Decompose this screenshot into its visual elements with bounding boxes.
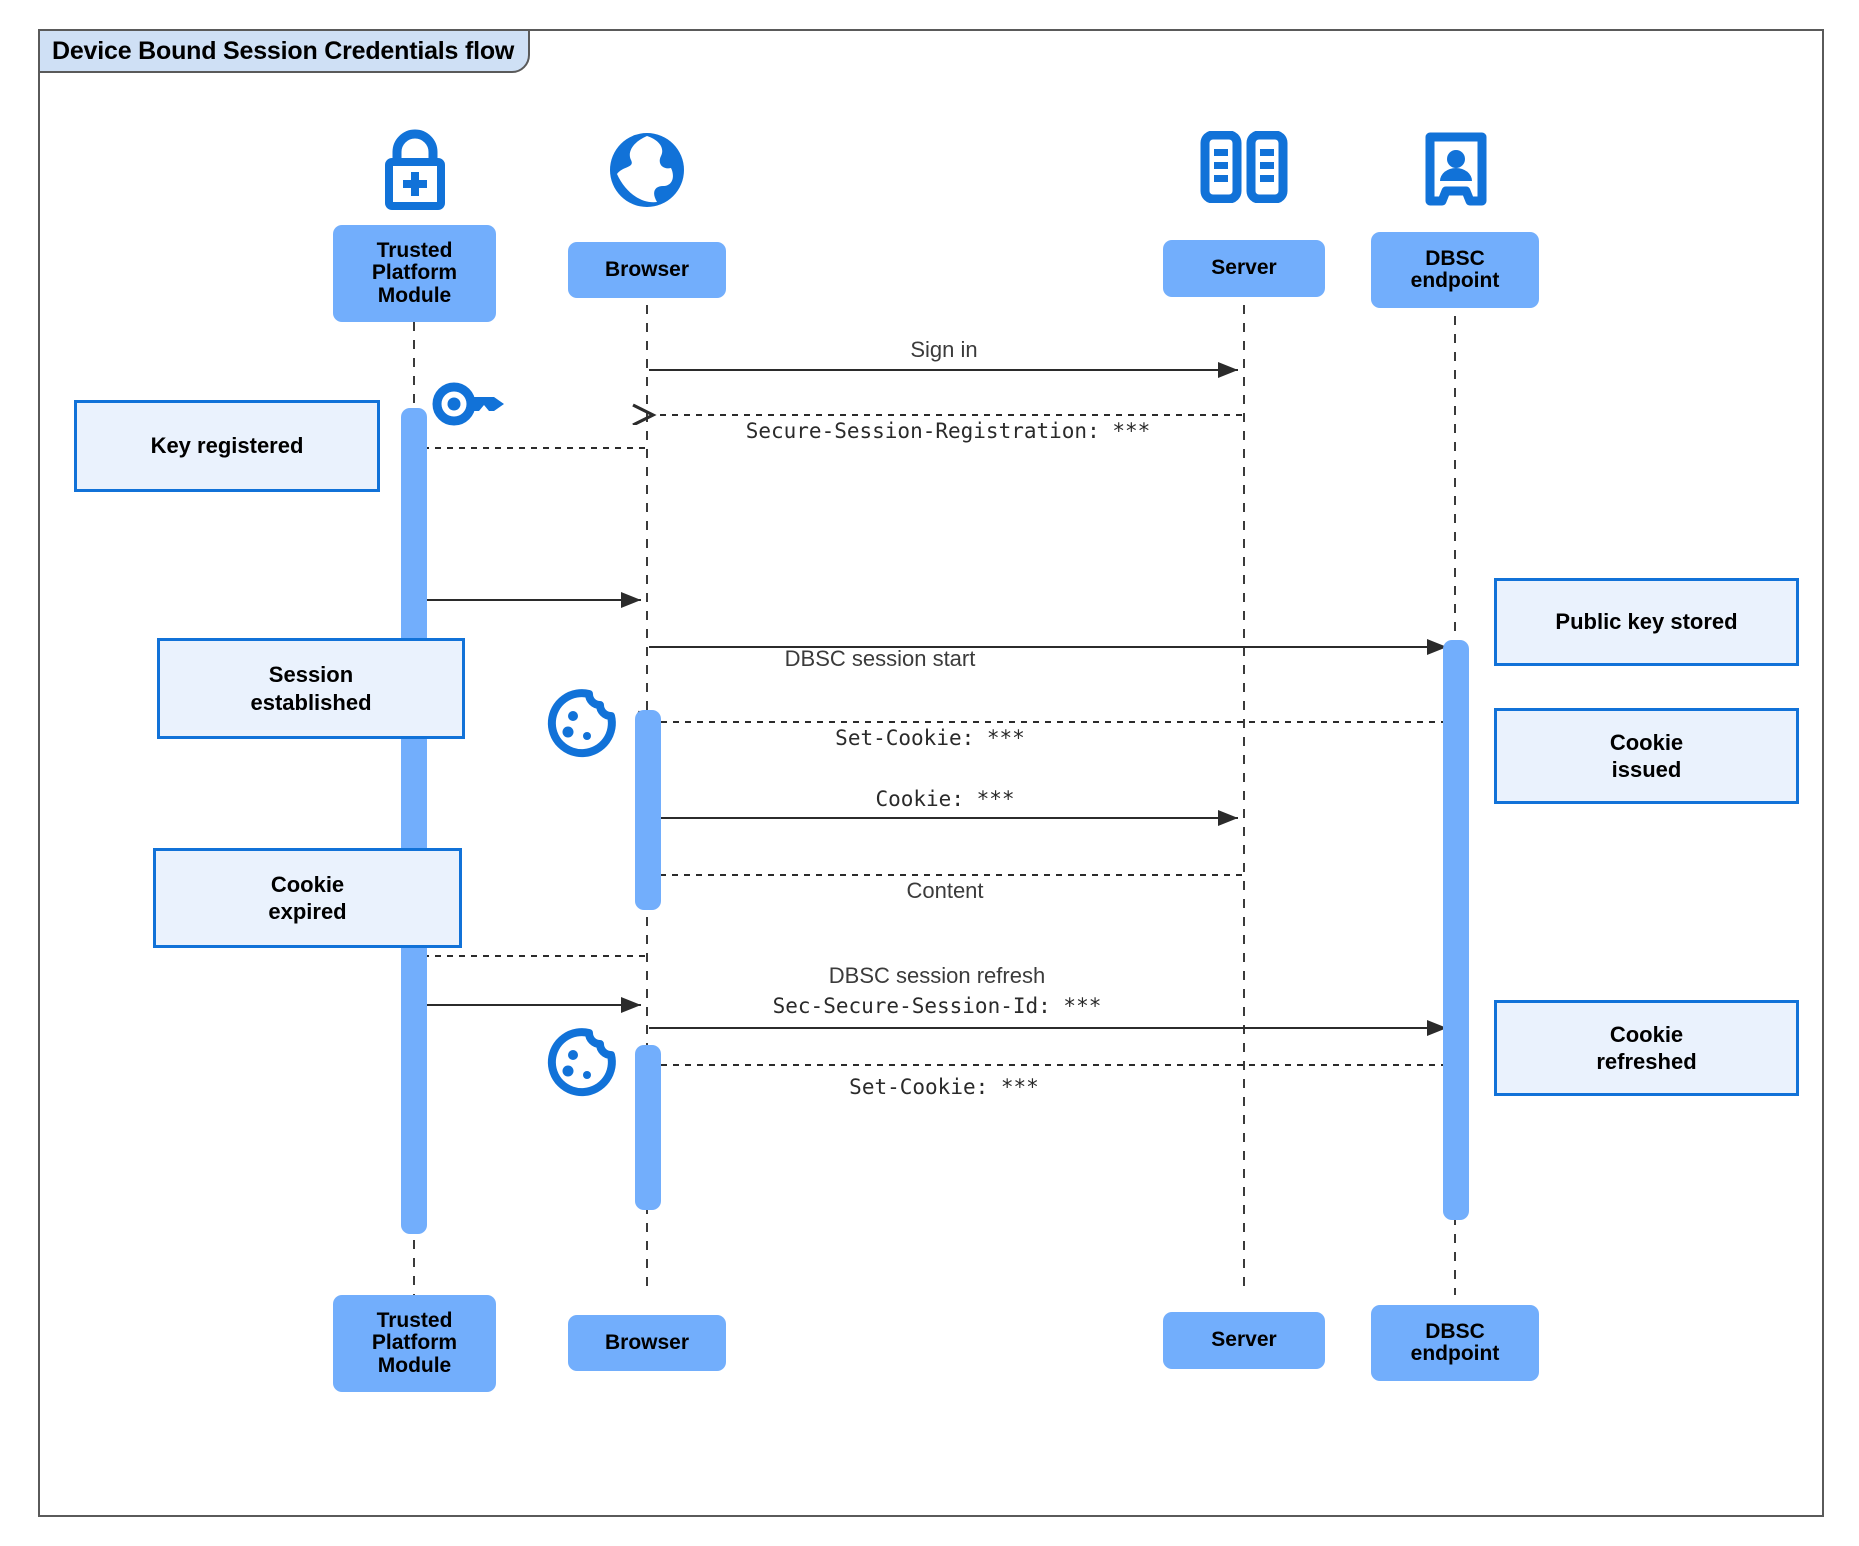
- message-label-dbsc-session-start: DBSC session start: [784, 646, 976, 671]
- participant-browser-bottom[interactable]: Browser: [568, 1315, 726, 1371]
- lock-plus-icon: [372, 128, 458, 217]
- note-public-key-stored: Public key stored: [1494, 578, 1799, 666]
- participant-dbsc-bottom[interactable]: DBSC endpoint: [1371, 1305, 1539, 1381]
- participant-tpm-label-bottom: Trusted Platform Module: [371, 1308, 458, 1377]
- activation-bar-browser-1: [635, 710, 661, 910]
- participant-server-label-bottom: Server: [1211, 1328, 1277, 1352]
- participant-tpm-top[interactable]: Trusted Platform Module: [333, 225, 496, 322]
- note-text: Session established: [250, 662, 372, 715]
- participant-tpm-label: Trusted Platform Module: [371, 238, 458, 307]
- key-icon: [432, 380, 510, 433]
- diagram-title: Device Bound Session Credentials flow: [38, 29, 531, 73]
- note-text: Cookie refreshed: [1596, 1021, 1697, 1075]
- participant-browser-label-bottom: Browser: [604, 1330, 690, 1354]
- activation-bar-tpm: [401, 408, 427, 1234]
- participant-dbsc-label: DBSC endpoint: [1410, 246, 1500, 292]
- message-label-sign-in: Sign in: [910, 337, 978, 362]
- participant-server-label: Server: [1211, 256, 1277, 280]
- message-label-content: Content: [906, 878, 984, 903]
- participant-browser-top[interactable]: Browser: [568, 242, 726, 298]
- id-badge-icon: [1424, 131, 1488, 212]
- message-label-set-cookie-2: Set-Cookie: ***: [849, 1075, 1039, 1099]
- message-label-dbsc-session-refresh: DBSC session refresh: [828, 963, 1046, 988]
- activation-bar-dbsc: [1443, 640, 1469, 1220]
- participant-server-top[interactable]: Server: [1163, 240, 1325, 297]
- note-key-registered: Key registered: [74, 400, 380, 492]
- globe-icon: [601, 130, 693, 215]
- note-text: Cookie expired: [268, 871, 347, 925]
- activation-bar-browser-2: [635, 1045, 661, 1210]
- note-cookie-issued: Cookie issued: [1494, 708, 1799, 804]
- message-label-cookie: Cookie: ***: [875, 787, 1015, 811]
- participant-tpm-bottom[interactable]: Trusted Platform Module: [333, 1295, 496, 1392]
- message-label-secure-session-registration: Secure-Session-Registration: ***: [745, 419, 1151, 443]
- cookie-icon: [545, 688, 617, 765]
- note-text: Cookie issued: [1609, 729, 1684, 783]
- participant-server-bottom[interactable]: Server: [1163, 1312, 1325, 1369]
- participant-dbsc-label-bottom: DBSC endpoint: [1410, 1319, 1500, 1365]
- note-text: Public key stored: [1555, 609, 1738, 635]
- message-label-sec-secure-session-id: Sec-Secure-Session-Id: ***: [772, 994, 1102, 1018]
- message-label-set-cookie-1: Set-Cookie: ***: [835, 726, 1025, 750]
- note-cookie-refreshed: Cookie refreshed: [1494, 1000, 1799, 1096]
- participant-browser-label: Browser: [604, 257, 690, 281]
- server-racks-icon: [1200, 130, 1288, 208]
- note-cookie-expired: Cookie expired: [153, 848, 462, 948]
- note-session-established: Session established: [157, 638, 465, 739]
- participant-dbsc-top[interactable]: DBSC endpoint: [1371, 232, 1539, 308]
- cookie-icon: [545, 1027, 617, 1104]
- note-text: Key registered: [150, 433, 304, 459]
